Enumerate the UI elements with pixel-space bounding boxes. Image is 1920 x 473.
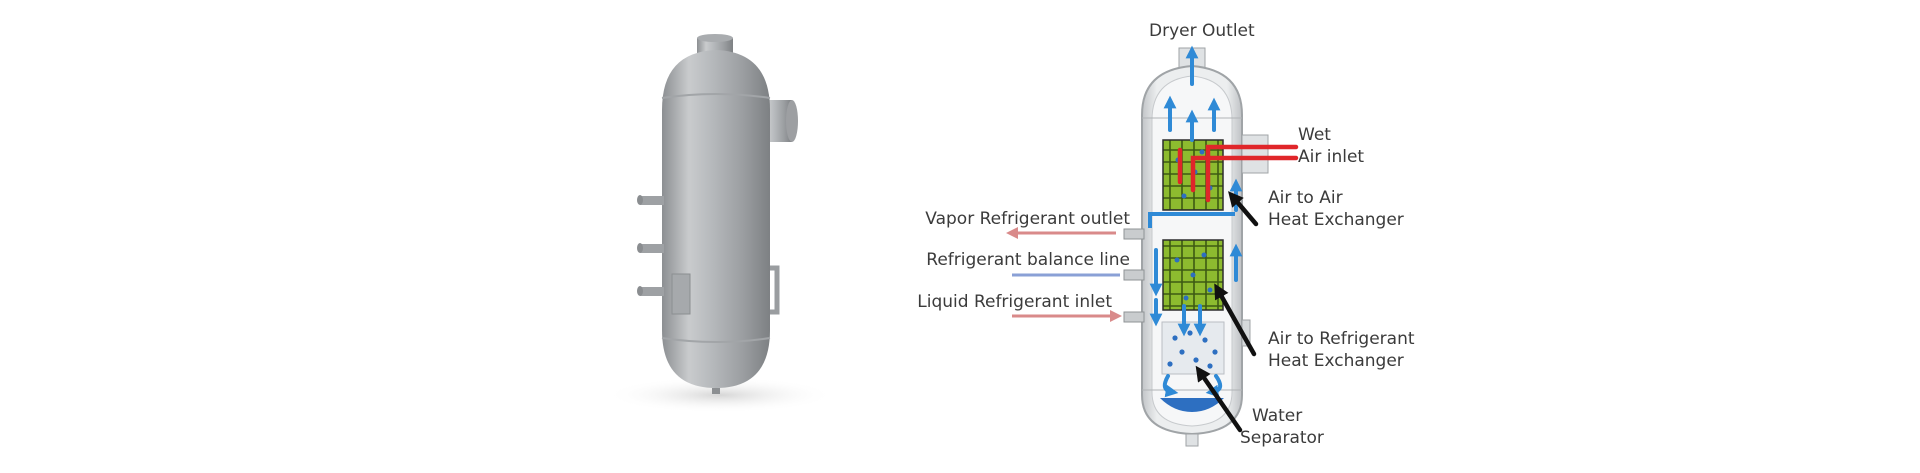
dryer-outlet-label: Dryer Outlet bbox=[1149, 21, 1255, 41]
air-to-refrigerant-label-line2: Heat Exchanger bbox=[1268, 351, 1404, 371]
vapor-refrigerant-outlet-label: Vapor Refrigerant outlet bbox=[925, 209, 1130, 229]
water-separator-label-line1: Water bbox=[1252, 406, 1303, 426]
air-to-air-label-line1: Air to Air bbox=[1268, 188, 1343, 208]
air-to-air-label-line2: Heat Exchanger bbox=[1268, 210, 1404, 230]
wet-air-inlet-label-line2: Air inlet bbox=[1298, 147, 1365, 167]
air-to-refrigerant-label-line1: Air to Refrigerant bbox=[1268, 329, 1415, 349]
refrigerant-balance-line-label: Refrigerant balance line bbox=[926, 250, 1130, 270]
wet-air-inlet-label-line1: Wet bbox=[1298, 125, 1331, 145]
liquid-refrigerant-inlet-label: Liquid Refrigerant inlet bbox=[917, 292, 1112, 312]
water-separator-label-line2: Separator bbox=[1240, 428, 1324, 448]
